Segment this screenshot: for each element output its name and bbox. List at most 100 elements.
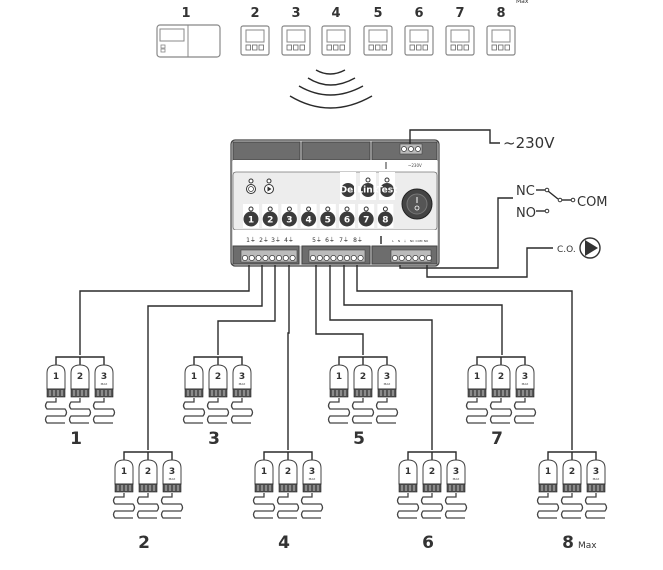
thermostat-number: 3 <box>291 6 300 21</box>
actuator-2: 2 <box>206 364 230 424</box>
thermostat-number: 4 <box>331 6 340 21</box>
terminal-label-2: 2⏚ <box>259 237 269 244</box>
label-strip-top <box>233 160 437 172</box>
zone-button-8[interactable]: 8 <box>377 204 394 228</box>
actuator-1: 1 <box>112 459 136 519</box>
top-panel-middle <box>301 141 371 161</box>
zone-label: 8 <box>562 533 574 553</box>
zone-button-label: 4 <box>305 216 311 226</box>
heating-loop-icon <box>351 398 375 424</box>
wireless-signal-icon <box>289 69 373 109</box>
thermostat-number: 8 <box>496 6 505 21</box>
actuator-2: 2 <box>276 459 300 519</box>
power-switch[interactable] <box>401 188 433 220</box>
zone-button-label: 5 <box>325 216 331 226</box>
thermostat-1: 1 <box>156 6 221 58</box>
zone-label: 7 <box>491 429 503 449</box>
zone-button-6[interactable]: 6 <box>339 204 355 228</box>
zone-wire-8 <box>356 265 573 450</box>
thermostat-5: 5 <box>363 6 393 56</box>
relay-nc-label: NC <box>516 184 535 199</box>
heating-loop-icon <box>68 398 92 424</box>
actuator-number: 1 <box>191 372 197 382</box>
zone-label: 4 <box>278 533 290 553</box>
actuator-number: 1 <box>336 372 342 382</box>
zone-wire-7 <box>343 265 503 355</box>
heating-loop-icon <box>584 493 608 519</box>
zone-label: 3 <box>208 429 220 449</box>
zone-button-label: 3 <box>286 216 292 226</box>
actuator-2: 2 <box>420 459 444 519</box>
zone-wires <box>79 265 573 450</box>
heating-loop-icon <box>513 398 537 424</box>
thermostat-number: 5 <box>373 6 382 21</box>
function-button-test[interactable]: Test <box>377 172 398 200</box>
heating-loop-icon <box>489 398 513 424</box>
relay-terminal-label: NO <box>424 239 429 243</box>
power-terminal-screws <box>401 146 421 152</box>
actuator-2: 2 <box>351 364 375 424</box>
zone-button-5[interactable]: 5 <box>319 204 336 228</box>
actuator-number: 1 <box>405 467 411 477</box>
heating-loop-icon <box>465 398 489 424</box>
zone-button-label: 7 <box>363 216 369 226</box>
zone-button-label: 6 <box>344 216 350 226</box>
thermostat-number: 7 <box>455 6 464 21</box>
heating-loop-icon <box>276 493 300 519</box>
actuator-number: 1 <box>53 372 59 382</box>
actuator-number: 1 <box>545 467 551 477</box>
function-button-label: Del <box>340 186 357 196</box>
label-strip-bottom <box>233 230 437 246</box>
actuator-number: 3 <box>169 467 175 477</box>
terminal-label-8: 8⏚ <box>353 237 363 244</box>
zone-button-7[interactable]: 7 <box>358 204 375 228</box>
mode-icons <box>246 178 274 194</box>
relay-terminal-label: N <box>398 239 400 243</box>
thermostat-7: 7 <box>445 6 475 56</box>
thermostat-number: 2 <box>250 6 259 21</box>
zone-wire-1 <box>79 265 250 355</box>
actuator-1: 1 <box>465 364 489 424</box>
zone-wire-5 <box>315 265 364 355</box>
zone-wire-4 <box>287 265 290 450</box>
zone-button-2[interactable]: 2 <box>262 204 279 228</box>
thermostat-6: 6 <box>404 6 434 56</box>
thermostat-2: 2 <box>240 6 270 56</box>
actuator-number: 1 <box>261 467 267 477</box>
zone-button-1[interactable]: 1 <box>243 204 259 228</box>
function-button-link[interactable]: Link <box>357 172 380 200</box>
heating-loop-icon <box>136 493 160 519</box>
relay-terminal-label: ⏚ <box>403 238 406 243</box>
actuator-number: 2 <box>569 467 575 477</box>
zone-button-3[interactable]: 3 <box>281 204 298 228</box>
actuator-max-tag: MAX <box>593 477 600 481</box>
zone-button-label: 1 <box>248 216 254 226</box>
heating-loop-icon <box>327 398 351 424</box>
actuator-number: 3 <box>384 372 390 382</box>
power-label: ~230V <box>503 134 555 152</box>
function-button-del[interactable]: Del <box>340 172 357 200</box>
thermostat-4: 4 <box>321 6 351 56</box>
heating-loop-icon <box>112 493 136 519</box>
actuator-max-tag: MAX <box>239 382 246 386</box>
zone-button-4[interactable]: 4 <box>300 204 317 228</box>
thermostat-number: 1 <box>181 6 190 21</box>
top-panel-left <box>232 141 301 161</box>
heating-loop-icon <box>396 493 420 519</box>
terminal-label-1: 1⏚ <box>246 237 256 244</box>
actuator-number: 2 <box>77 372 83 382</box>
actuator-1: 1 <box>536 459 560 519</box>
heating-loop-icon <box>182 398 206 424</box>
